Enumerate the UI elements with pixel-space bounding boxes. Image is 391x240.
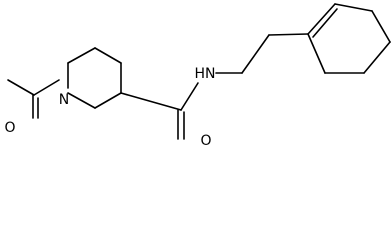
bond-carbonyl-n [33,79,60,96]
atom-label-n-ring: N [59,92,69,108]
atom-label-o-acetyl: O [4,120,15,136]
bond-ring-c6-c1 [307,33,326,74]
bond-carbonyl-nh [180,82,199,111]
bond-ch2-ch2 [241,34,270,74]
bonds [7,3,391,140]
bond-ring-carbonyl [120,92,182,111]
atom-label-o-amide: O [200,133,211,149]
bond-ring-c3-c4 [371,10,391,43]
bond-ring-c4-c5 [363,41,391,74]
atom-label-n-amide: HN [195,66,216,82]
atom-labels: N O HN O [4,66,215,149]
bond-ring-c1-c2-double [312,8,338,38]
bond-n-c2 [67,92,96,109]
bond-ch2-ring [268,33,309,36]
bond-ring-c2-c3 [334,3,373,12]
bond-methyl-carbonyl [7,79,35,96]
bond-c5-c6 [67,47,96,64]
molecule-canvas: N O HN O [4,3,391,149]
bond-c2-c3 [94,92,122,109]
bond-c4-c5 [94,47,122,64]
bond-ring-c1-c2 [307,3,336,35]
molecule-structure: N O HN O [4,3,391,149]
